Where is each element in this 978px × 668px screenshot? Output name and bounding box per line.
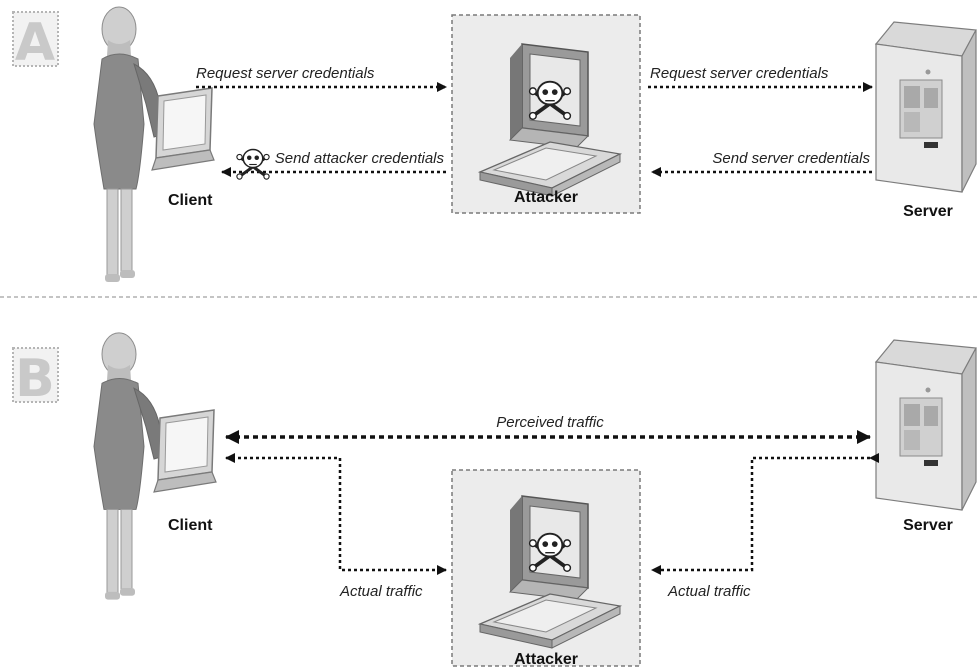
attacker-label: Attacker [514,189,578,206]
label-attacker-to-server: Request server credentials [650,65,829,82]
client-label: Client [168,192,213,209]
client-label: Client [168,517,213,534]
panel-a-letter: A [15,13,55,73]
label-actual-traffic-left: Actual traffic [339,583,423,600]
server-label: Server [903,517,953,534]
server-tower-icon [875,339,977,511]
panel-b-letter-box [12,347,59,403]
label-server-to-attacker: Send server credentials [712,150,870,167]
panel-a: A Client Attacker Server Request server … [12,6,977,283]
arrow-actual-traffic-left [225,453,447,575]
laptop-icon [151,87,215,171]
panel-a-letter-box [12,11,59,67]
person-icon [93,332,165,601]
person-icon [93,6,165,283]
arrow-actual-traffic-right [651,453,879,575]
skull-crossbones-icon [235,148,271,181]
server-tower-icon [875,21,977,193]
attacker-label: Attacker [514,651,578,668]
label-client-to-attacker: Request server credentials [196,65,375,82]
label-perceived-traffic: Perceived traffic [496,414,604,431]
panel-b: B Client Server Perceived traffic Attack… [12,332,977,668]
label-attacker-to-client: Send attacker credentials [275,150,445,167]
laptop-icon [153,409,217,493]
server-label: Server [903,203,953,220]
panel-b-letter: B [15,349,55,409]
label-actual-traffic-right: Actual traffic [667,583,751,600]
